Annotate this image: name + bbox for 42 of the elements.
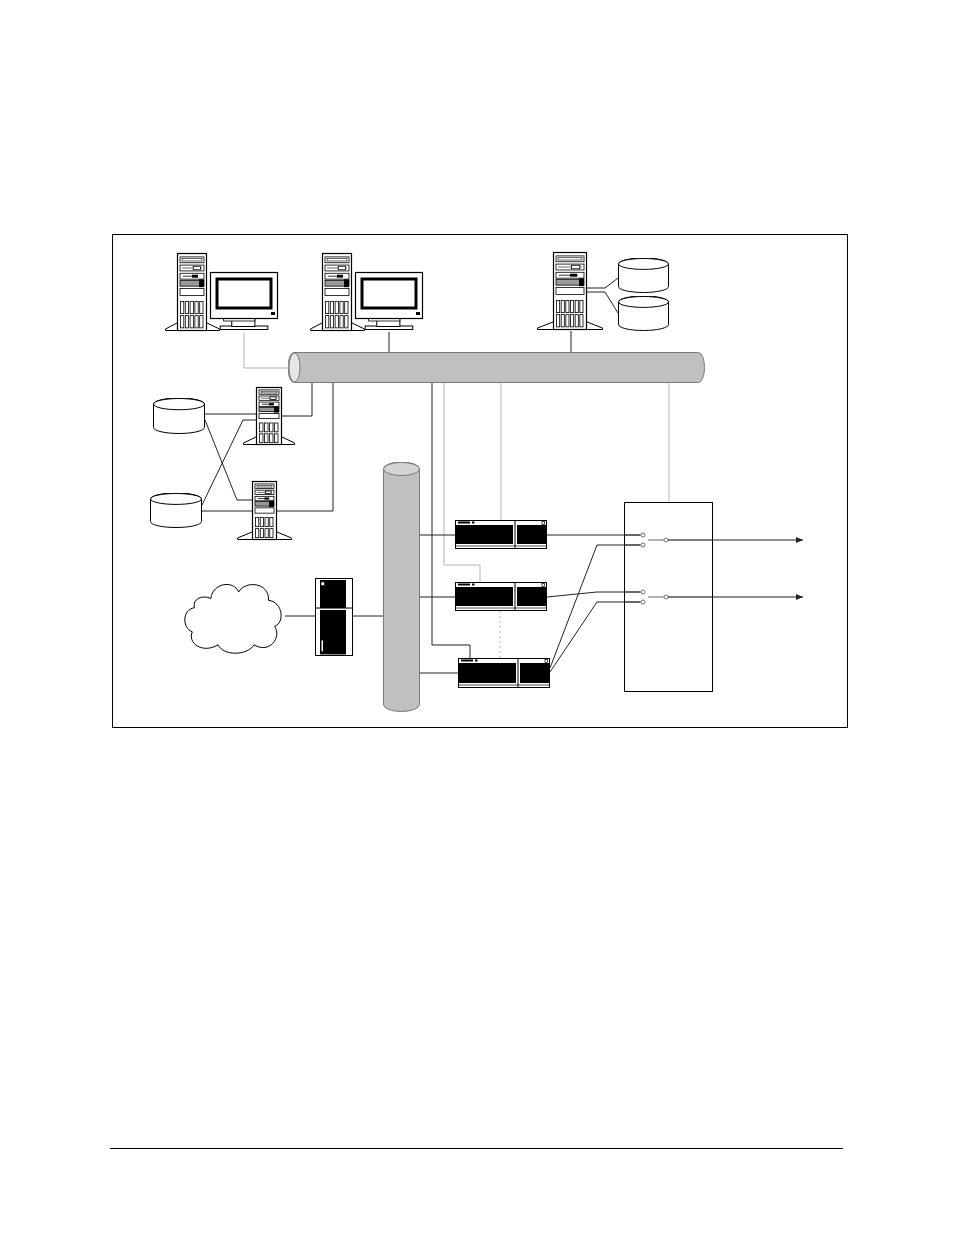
connector-line <box>546 591 625 598</box>
horizontal-tube <box>288 352 705 383</box>
switch-panel <box>624 502 713 692</box>
connector-line <box>419 672 459 674</box>
rack-mount-device <box>455 520 547 549</box>
connector-line <box>419 534 456 536</box>
rack-mount-device <box>455 582 547 611</box>
desktop-computer <box>310 252 426 332</box>
connector-line <box>352 615 384 617</box>
connector-line <box>500 382 502 521</box>
disk-cylinder <box>153 398 205 434</box>
connector-line <box>291 382 334 512</box>
arrow <box>712 537 804 543</box>
connector-line <box>201 510 238 512</box>
disk-cylinder <box>150 493 202 528</box>
connector-line <box>549 601 625 673</box>
rack-mount-device <box>458 658 550 688</box>
connector-line <box>604 291 619 314</box>
connector-line <box>549 544 625 669</box>
vertical-tube <box>383 462 420 712</box>
connector-line <box>604 277 619 289</box>
connector-line <box>295 382 313 417</box>
connector-line <box>546 534 625 536</box>
connector-line <box>204 419 238 501</box>
disk-cylinder <box>618 296 669 331</box>
tower-server <box>243 386 296 446</box>
connector-line <box>201 419 244 506</box>
disk-cylinder <box>618 258 669 293</box>
connector-line <box>284 615 316 617</box>
connector-line <box>388 331 390 353</box>
dashed-line <box>499 610 501 659</box>
connector-line <box>443 382 481 583</box>
tower-server <box>535 251 605 331</box>
arrow <box>712 594 804 600</box>
connector-line <box>204 413 244 415</box>
connector-line <box>570 330 572 353</box>
connector-line <box>668 382 670 503</box>
connector-line <box>431 382 471 659</box>
tower-server <box>237 480 292 541</box>
connector-line <box>419 596 456 598</box>
cabinet-unit <box>315 578 353 656</box>
connector-line <box>243 331 289 369</box>
